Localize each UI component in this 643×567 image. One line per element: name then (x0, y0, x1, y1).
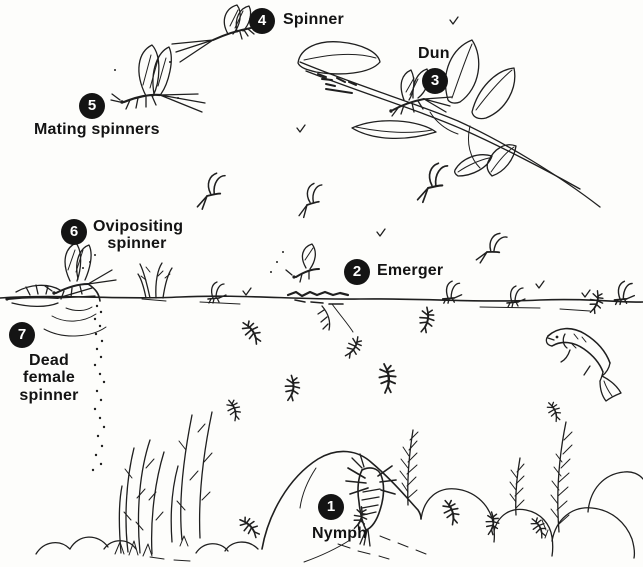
nymph-insect (345, 453, 397, 547)
rocks (35, 450, 643, 563)
stage-5-badge: 5 (79, 93, 105, 119)
water-surface (0, 262, 643, 312)
egg-trail (82, 254, 106, 472)
swimming-nymphs (225, 288, 608, 424)
flying-mayflies (196, 16, 509, 269)
dun-insect (389, 68, 453, 117)
mating-spinner-insect (110, 44, 206, 113)
stage-7-badge: 7 (9, 322, 35, 348)
stage-1-label: Nymph (312, 525, 368, 542)
stage-4-label: Spinner (283, 11, 344, 28)
stage-3-badge: 3 (422, 68, 448, 94)
aquatic-plants (114, 411, 573, 557)
stage-5-label: Mating spinners (34, 121, 160, 138)
rock-nymphs (236, 497, 550, 542)
stage-3-label: Dun (418, 45, 450, 62)
stage-7-label: Dead female spinner (19, 352, 79, 404)
fish (545, 327, 622, 402)
stage-4-badge: 4 (249, 8, 275, 34)
branch-with-leaves (297, 39, 601, 208)
stage-1-badge: 1 (318, 494, 344, 520)
stage-6-label: Ovipositing spinner (93, 218, 184, 253)
stage-6-badge: 6 (61, 219, 87, 245)
ovipositing-spinner-insect (44, 242, 117, 302)
stage-2-label: Emerger (377, 262, 444, 279)
spinner-insect (171, 4, 255, 63)
emerger-insect (270, 243, 354, 333)
stage-2-badge: 2 (344, 259, 370, 285)
dead-spinner-insect (5, 284, 107, 337)
